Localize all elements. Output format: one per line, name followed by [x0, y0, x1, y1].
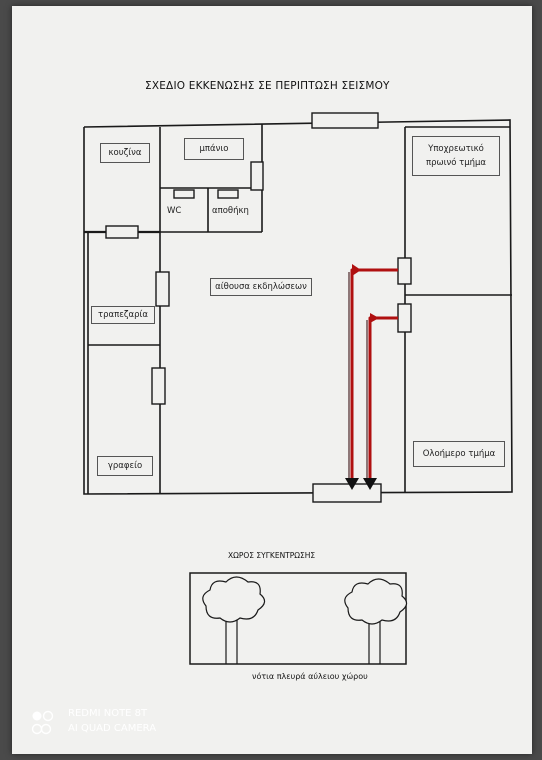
door-wc — [173, 189, 195, 199]
door-dining — [155, 271, 170, 307]
door-office — [151, 367, 166, 405]
assembly-area-label: ΧΩΡΟΣ ΣΥΓΚΕΝΤΡΩΣΗΣ — [228, 551, 316, 560]
door-morning — [397, 257, 412, 285]
watermark-line1: REDMI NOTE 8T — [68, 708, 148, 719]
tree-left — [202, 576, 266, 623]
camera-watermark-icon — [31, 710, 54, 735]
room-morning-section-label: Υποχρεωτικό πρωινό τμήμα — [412, 136, 500, 176]
room-morning-line2: πρωινό τμήμα — [425, 158, 487, 168]
room-dining-label: τραπεζαρία — [91, 306, 155, 324]
tree-right — [344, 578, 408, 625]
room-fullday-label: Ολοήμερο τμήμα — [413, 441, 505, 467]
room-morning-line1: Υποχρεωτικό — [428, 144, 484, 154]
plan-title: ΣΧΕΔΙΟ ΕΚΚΕΝΩΣΗΣ ΣΕ ΠΕΡΙΠΤΩΣΗ ΣΕΙΣΜΟΥ — [145, 80, 390, 92]
arrowhead-2 — [363, 478, 377, 490]
room-kitchen-label: κουζίνα — [100, 143, 150, 163]
door-bath — [250, 161, 264, 191]
yard-label: νότια πλευρά αύλειου χώρου — [252, 672, 368, 681]
room-storage-label: αποθήκη — [212, 206, 249, 216]
evacuation-plan-paper — [12, 6, 532, 754]
door-kitchen — [105, 225, 139, 239]
room-hall-label: αίθουσα εκδηλώσεων — [210, 278, 312, 296]
evacuation-arrow-2 — [368, 316, 398, 480]
room-office-label: γραφείο — [97, 456, 153, 476]
room-bathroom-label: μπάνιο — [184, 138, 244, 160]
room-wc-label: WC — [167, 206, 182, 216]
door-exit — [312, 483, 382, 503]
door-fullday — [397, 303, 412, 333]
assembly-area — [189, 572, 407, 665]
door-top — [311, 112, 379, 129]
watermark-line2: AI QUAD CAMERA — [68, 723, 157, 734]
evacuation-arrow-1 — [350, 268, 398, 480]
arrowhead-1 — [345, 478, 359, 490]
door-storage — [217, 189, 239, 199]
